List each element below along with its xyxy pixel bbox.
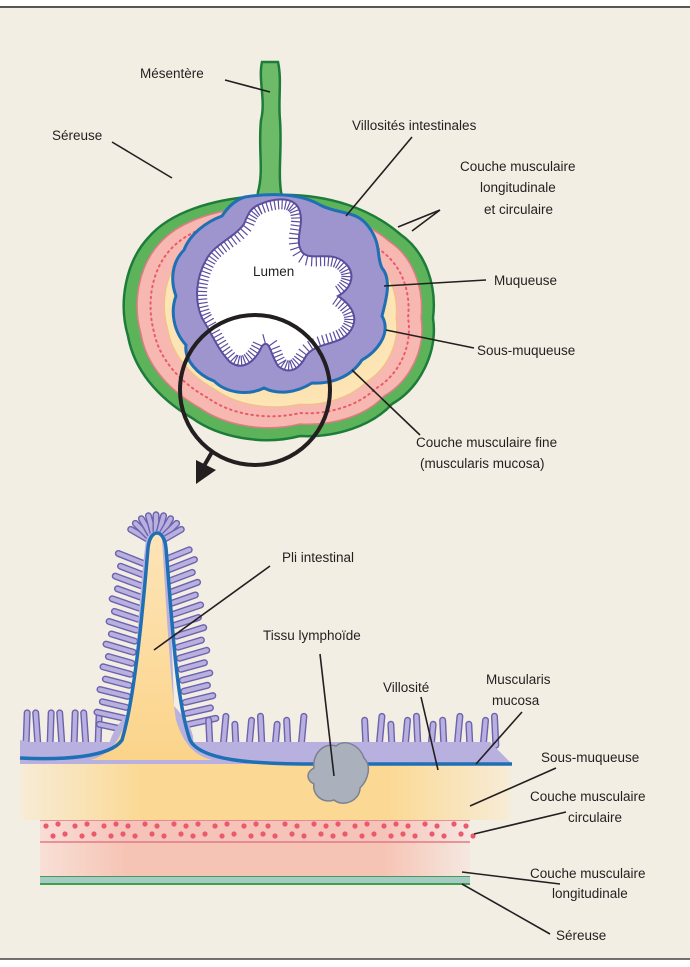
label-muscularis-2: mucosa [492,693,540,708]
muscle-dot [359,833,364,838]
label-couche-musc-2: longitudinale [480,180,556,195]
muscle-dot [451,821,456,826]
muscle-dot [113,821,118,826]
muscle-dot [393,821,398,826]
muscle-dot [265,823,270,828]
muscle-dot [282,821,287,826]
muscle-dot [84,821,89,826]
muscle-dot [161,833,166,838]
label-sous-muqueuse: Sous-muqueuse [477,343,575,358]
muscle-dot [72,823,77,828]
detail-submucosa [20,760,510,820]
villus-line [197,299,207,300]
label-tissu: Tissu lymphoïde [263,628,361,643]
muscle-dot [335,821,340,826]
villus [47,710,54,746]
muscle-dot [142,821,147,826]
muscle-dot [55,821,60,826]
muscle-dot [318,831,323,836]
muscle-dot [219,833,224,838]
muscle-dot [364,821,369,826]
label-couche-musc-1: Couche musculaire [460,159,576,174]
villus-line [241,356,242,366]
muscle-dot [429,831,434,836]
muscle-dot [323,823,328,828]
muscle-dot [441,833,446,838]
label-pli: Pli intestinal [282,550,354,565]
muscle-dot [289,831,294,836]
label-fine-2: (muscularis mucosa) [420,456,545,471]
muscle-dot [231,831,236,836]
muscle-dot [253,821,258,826]
villus [71,710,78,746]
label-villosites: Villosités intestinales [352,118,477,133]
label-long-2: longitudinale [552,886,628,901]
muscle-dot [154,823,159,828]
label-mesentere: Mésentère [140,66,204,81]
muscle-dot [248,833,253,838]
muscle-dot [272,833,277,838]
label-villosite: Villosité [383,680,429,695]
muscle-dot [212,823,217,828]
muscle-dot [463,823,468,828]
muscle-dot [301,833,306,838]
muscle-dot [434,823,439,828]
muscle-dot [120,831,125,836]
villus-line [278,199,279,209]
muscle-dot [260,831,265,836]
label-circ-2: circulaire [568,810,622,825]
label-long-1: Couche musculaire [530,866,646,881]
detail-serosa [40,876,470,884]
label-circ-1: Couche musculaire [530,789,646,804]
label-couche-musc-3: et circulaire [484,202,553,217]
muscle-dot [388,833,393,838]
muscle-dot [125,823,130,828]
muscle-dot [400,831,405,836]
muscle-dot [79,833,84,838]
label-sereuse-2: Séreuse [556,928,606,943]
muscle-dot [202,831,207,836]
muscle-dot [224,821,229,826]
muscle-dot [108,833,113,838]
muscle-dot [171,821,176,826]
muscle-dot [330,833,335,838]
muscle-dot [190,833,195,838]
muscle-dot [405,823,410,828]
muscle-dot [149,831,154,836]
villus-line [328,256,329,266]
label-fine-1: Couche musculaire fine [416,435,557,450]
muscle-dot [132,833,137,838]
label-sous-muqueuse-2: Sous-muqueuse [541,750,639,765]
muscle-dot [311,821,316,826]
muscle-dot [178,831,183,836]
muscle-dot [241,823,246,828]
label-muscularis-1: Muscularis [486,672,551,687]
label-sereuse: Séreuse [52,128,102,143]
villus [23,710,30,746]
muscle-dot [458,831,463,836]
muscle-dot [101,823,106,828]
villus-line [282,199,283,209]
muscle-dot [381,823,386,828]
muscle-dot [195,821,200,826]
muscle-dot [352,823,357,828]
label-lumen: Lumen [253,264,294,279]
detail-longitudinal-layer [40,842,470,876]
muscle-dot [342,831,347,836]
muscle-dot [50,833,55,838]
villus-line [288,361,289,371]
muscle-dot [371,831,376,836]
muscle-dot [294,823,299,828]
label-muqueuse: Muqueuse [494,273,557,288]
muscle-dot [412,833,417,838]
muscle-dot [91,831,96,836]
muscle-dot [62,831,67,836]
muscle-dot [183,823,188,828]
villus-line [311,256,312,266]
muscle-dot [43,823,48,828]
muscle-dot [422,821,427,826]
villus-line [291,221,301,222]
